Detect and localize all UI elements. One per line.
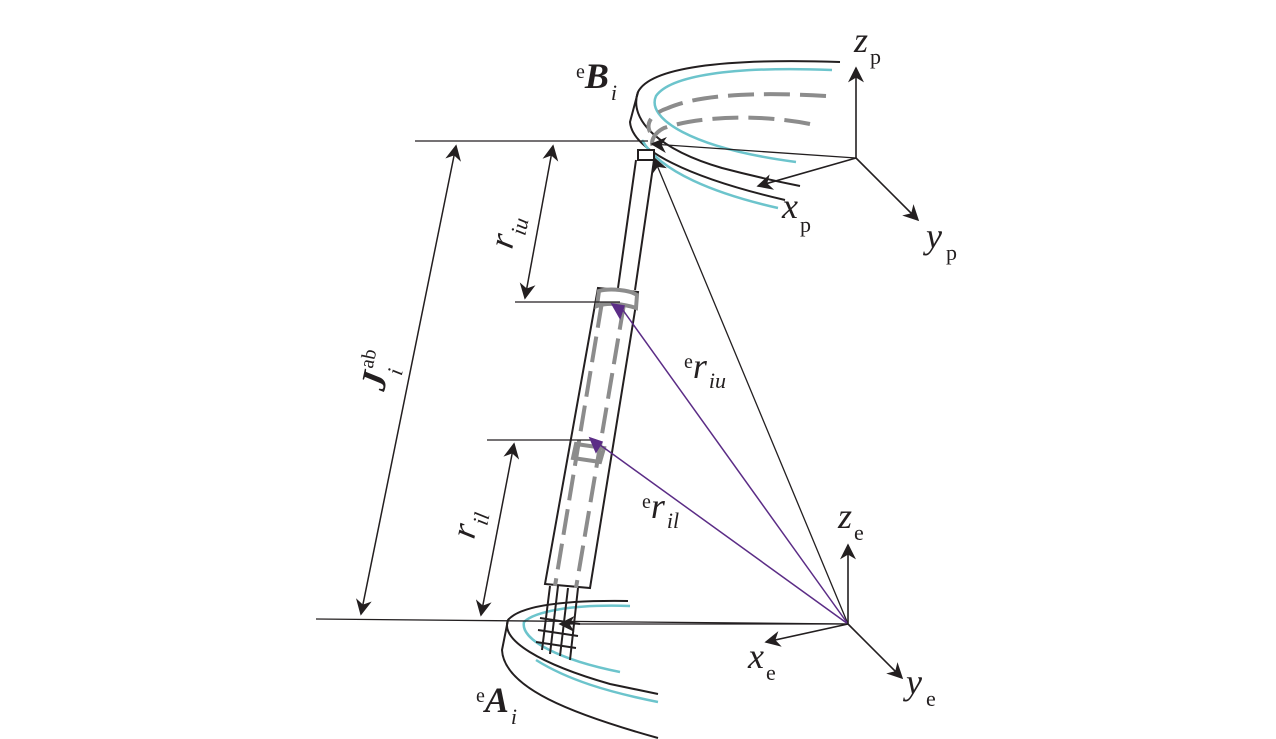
dimension-arrows xyxy=(356,144,559,617)
label-r-il: ril xyxy=(443,506,495,543)
upper-joint-block xyxy=(637,149,655,161)
upper-platform-cyan-edge xyxy=(653,67,833,164)
label-point-a: eAi xyxy=(476,680,517,729)
vector-e-r-il xyxy=(595,441,849,625)
xp-axis xyxy=(756,157,857,190)
frame-p xyxy=(756,66,920,222)
frame-e xyxy=(764,543,904,680)
upper-joint-dashed-2 xyxy=(650,115,811,150)
vector-e-r-iu xyxy=(619,305,849,625)
upper-rod xyxy=(617,159,655,291)
reference-lines xyxy=(315,137,857,632)
vector-e-to-b xyxy=(652,156,849,625)
upper-platform-cyan-lower xyxy=(640,139,779,210)
label-e-r-iu: eriu xyxy=(684,346,726,393)
piston-position-vectors xyxy=(588,303,849,625)
upper-joint-dashed-1 xyxy=(646,92,827,133)
lower-reference-line xyxy=(315,618,849,625)
label-zp: zp xyxy=(853,20,881,69)
yp-axis xyxy=(855,157,920,222)
vector-p-to-b xyxy=(650,137,857,159)
xe-axis xyxy=(764,623,849,647)
lower-base-lower-edge xyxy=(500,619,659,739)
label-j-ab: Jabi xyxy=(352,347,411,397)
purple-marker-upper xyxy=(610,303,625,320)
label-r-iu: riu xyxy=(481,211,534,253)
label-xp: xp xyxy=(781,186,811,237)
upper-platform xyxy=(628,60,841,210)
svg-text:riu: riu xyxy=(481,211,534,253)
actuator-leg xyxy=(535,149,655,661)
label-e-r-il: eril xyxy=(642,486,679,533)
label-point-b: eBi xyxy=(576,56,617,105)
lower-base-outer-edge xyxy=(506,599,659,695)
lower-base-cyan-edge xyxy=(522,604,631,674)
r-iu-dimension-arrow xyxy=(519,144,559,300)
ye-axis xyxy=(847,623,904,680)
cylinder-top-cap xyxy=(594,287,640,311)
r-il-dimension-arrow xyxy=(475,442,520,617)
lower-base xyxy=(500,599,659,739)
j-ab-dimension-arrow xyxy=(356,144,461,616)
svg-text:Jabi: Jabi xyxy=(352,347,411,397)
purple-marker-lower xyxy=(588,436,604,454)
upper-platform-lower-edge xyxy=(628,91,786,201)
label-xe: xe xyxy=(747,636,776,685)
lower-base-cyan-lower xyxy=(535,658,659,704)
label-ze: ze xyxy=(837,496,864,545)
svg-text:ril: ril xyxy=(443,506,495,543)
